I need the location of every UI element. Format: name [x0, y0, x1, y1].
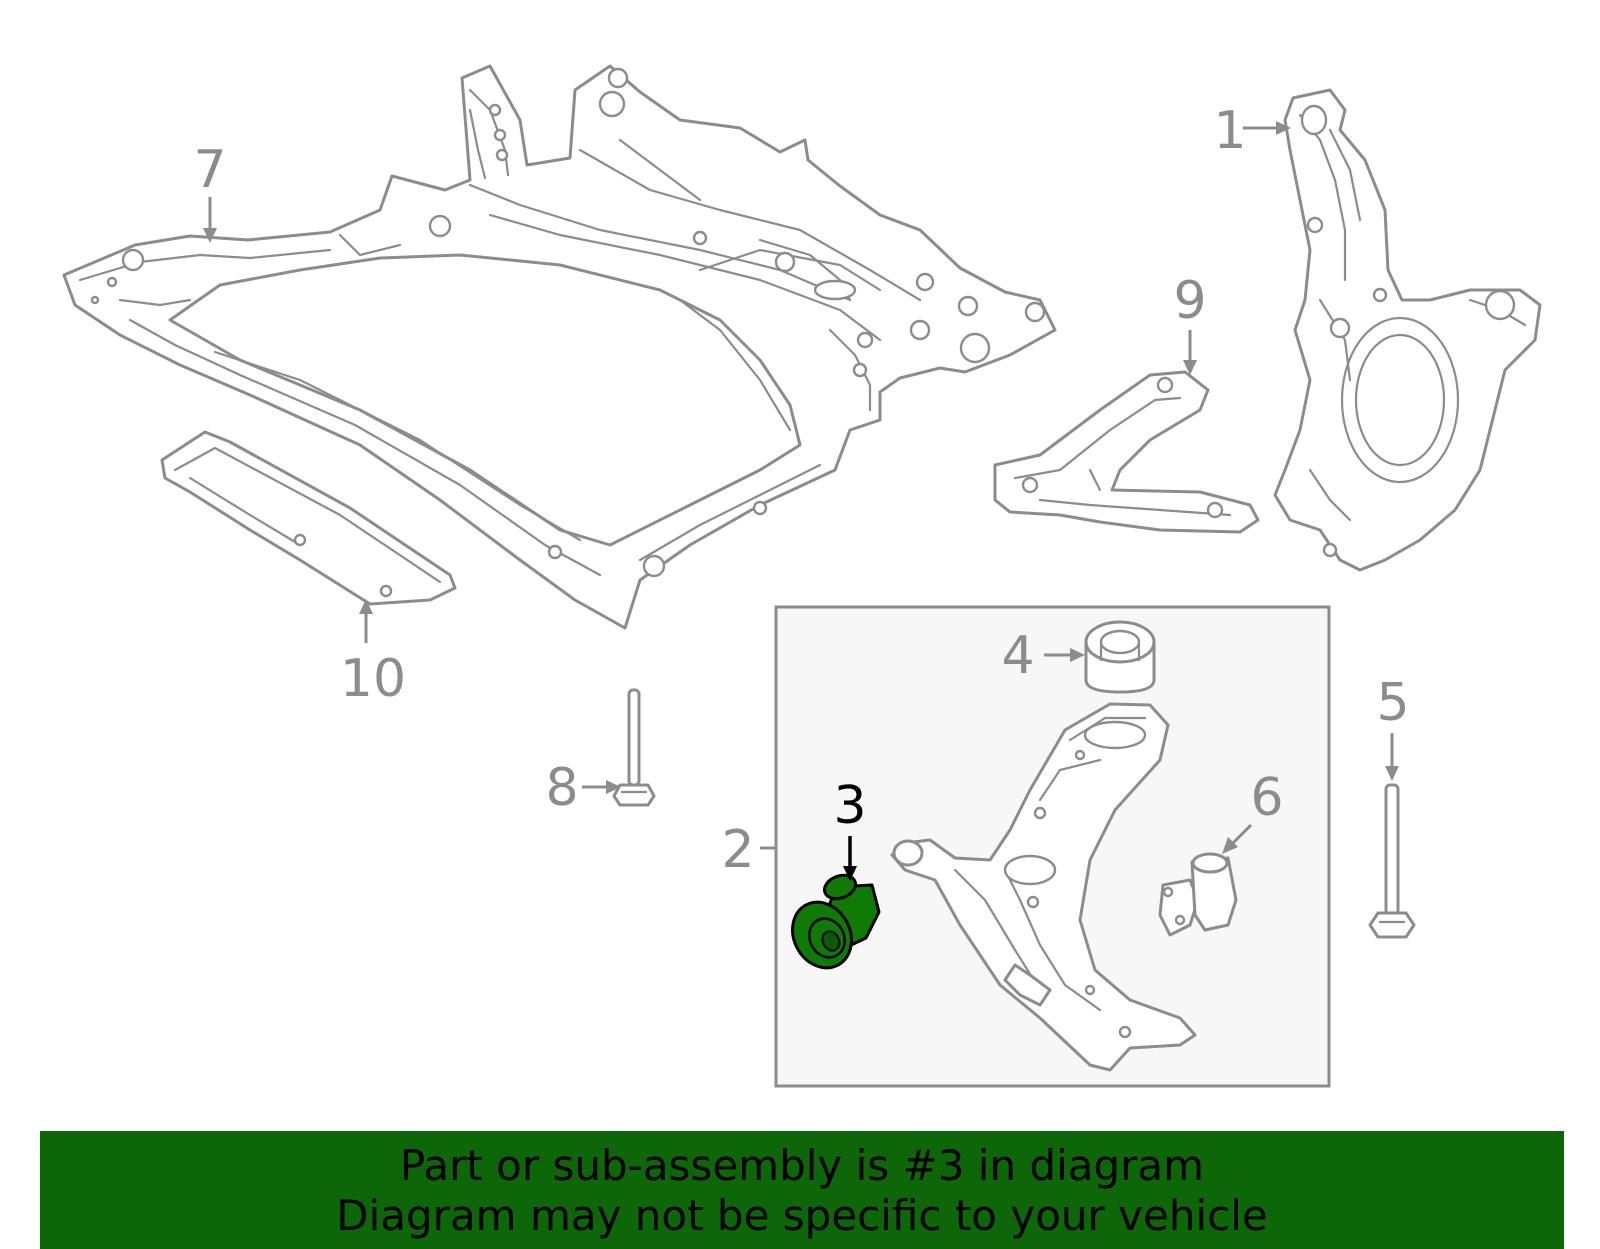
- callout-9: 9: [1173, 271, 1206, 331]
- callout-labels: 7 1 9 10 4 5 6 8 2 3: [193, 101, 1409, 880]
- callout-5: 5: [1376, 673, 1409, 733]
- callout-6: 6: [1250, 768, 1283, 828]
- ball-joint-6[interactable]: [1158, 852, 1238, 937]
- crossmember-subframe[interactable]: [62, 64, 1057, 630]
- callout-10: 10: [340, 649, 406, 709]
- banner-line-1: Part or sub-assembly is #3 in diagram: [399, 1141, 1205, 1190]
- callout-1: 1: [1213, 101, 1246, 161]
- lower-control-arm[interactable]: [890, 702, 1197, 1072]
- bracket[interactable]: [993, 370, 1260, 534]
- banner-line-2: Diagram may not be specific to your vehi…: [336, 1191, 1268, 1240]
- leader-lines: [203, 121, 1399, 881]
- bolt-5[interactable]: [1368, 783, 1416, 939]
- callout-4: 4: [1001, 626, 1034, 686]
- highlighted-bushing-3[interactable]: [781, 871, 881, 978]
- steering-knuckle[interactable]: [1273, 88, 1542, 572]
- callout-3: 3: [833, 776, 866, 836]
- shield-plate[interactable]: [160, 430, 457, 606]
- callout-7: 7: [193, 140, 226, 200]
- callout-8: 8: [545, 758, 578, 818]
- bushing-4[interactable]: [1084, 620, 1156, 694]
- callout-2: 2: [721, 820, 754, 880]
- bolt-8[interactable]: [612, 688, 656, 807]
- info-banner: Part or sub-assembly is #3 in diagram Di…: [40, 1131, 1564, 1249]
